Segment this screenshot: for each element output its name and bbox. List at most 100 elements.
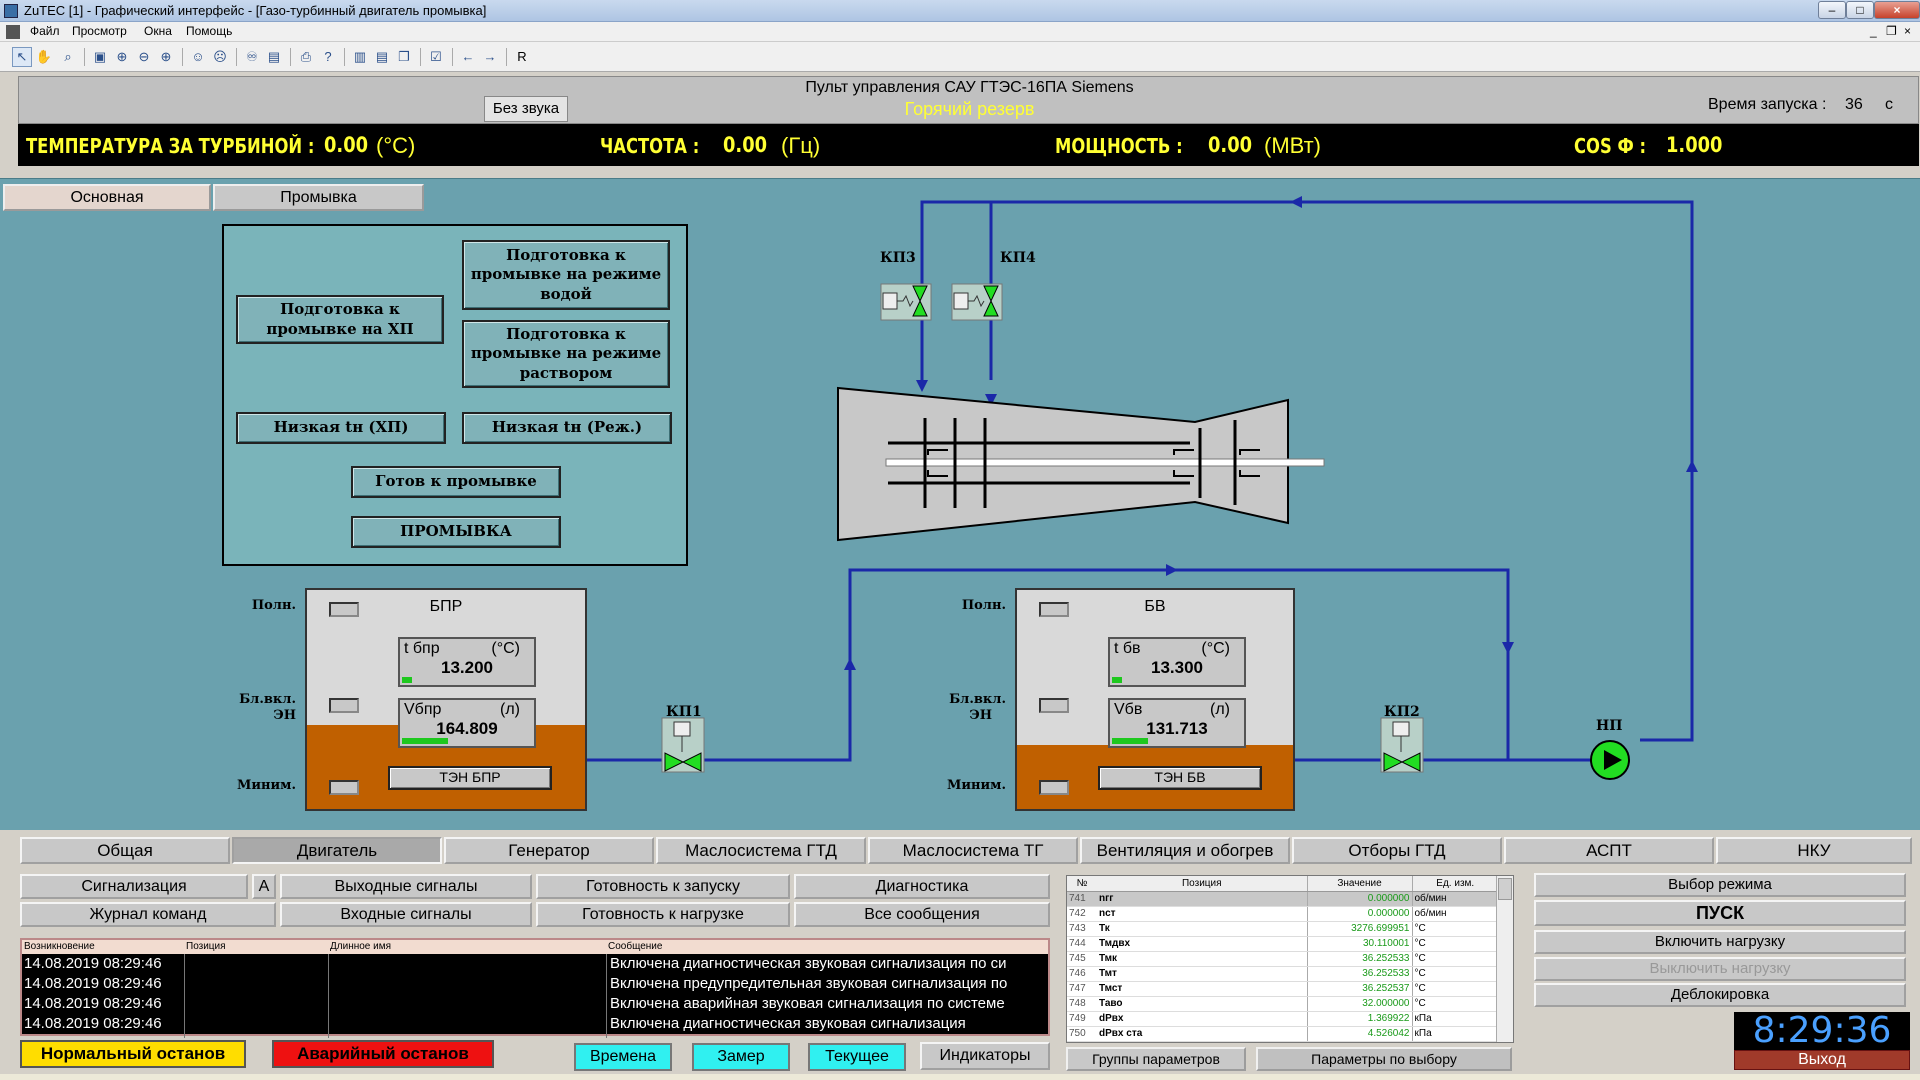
row-unit: °С xyxy=(1412,981,1498,997)
nav-tab-aspt[interactable]: АСПТ xyxy=(1504,837,1714,864)
menu-help[interactable]: Помощь xyxy=(186,24,233,38)
prep-wash-water-button[interactable]: Подготовка к промывке на режиме водой xyxy=(462,240,670,310)
start-ready-button[interactable]: Готовность к запуску xyxy=(536,874,790,899)
log-row[interactable]: 14.08.2019 08:29:46 Включена диагностиче… xyxy=(22,1014,1048,1034)
turbine-temp-value: 0.00 xyxy=(324,133,369,157)
screen-icon[interactable]: ▤ xyxy=(267,49,281,64)
header-panel: Пульт управления САУ ГТЭС-16ПА Siemens Г… xyxy=(18,76,1919,124)
turbine-engine xyxy=(837,386,1325,542)
ready-to-wash-button[interactable]: Готов к промывке xyxy=(351,466,561,498)
times-button[interactable]: Времена xyxy=(574,1043,672,1071)
r-icon[interactable]: R xyxy=(517,49,527,64)
low-t-mode-button[interactable]: Низкая tн (Реж.) xyxy=(462,412,672,444)
load-ready-button[interactable]: Готовность к нагрузке xyxy=(536,902,790,927)
prep-wash-xp-button[interactable]: Подготовка к промывке на ХП xyxy=(236,295,444,344)
hand-icon[interactable]: ✋ xyxy=(35,49,53,64)
zoom-out-icon[interactable]: ⊖ xyxy=(138,49,150,64)
nav-tab-bleeds[interactable]: Отборы ГТД xyxy=(1292,837,1502,864)
normal-stop-button[interactable]: Нормальный останов xyxy=(20,1040,246,1068)
exit-button[interactable]: Выход xyxy=(1734,1050,1910,1070)
current-button[interactable]: Текущее xyxy=(808,1043,906,1071)
alarms-button[interactable]: Сигнализация xyxy=(20,874,248,899)
minimize-button[interactable]: – xyxy=(1818,1,1846,19)
diagnostics-button[interactable]: Диагностика xyxy=(794,874,1050,899)
magnifier-icon[interactable]: ⌕ xyxy=(64,49,72,64)
input-signals-button[interactable]: Входные сигналы xyxy=(280,902,532,927)
close-button[interactable]: × xyxy=(1874,1,1920,19)
emergency-stop-button[interactable]: Аварийный останов xyxy=(272,1040,494,1068)
output-signals-button[interactable]: Выходные сигналы xyxy=(280,874,532,899)
zoom-fit-icon[interactable]: ⊕ xyxy=(116,49,128,64)
selected-parameters-button[interactable]: Параметры по выбору xyxy=(1256,1047,1512,1071)
event-log[interactable]: Возникновение Позиция Длинное имя Сообще… xyxy=(20,938,1050,1038)
nav-tab-engine[interactable]: Двигатель xyxy=(232,837,442,864)
nav-tab-oil-tg[interactable]: Масло­система ТГ xyxy=(868,837,1078,864)
menu-view[interactable]: Просмотр xyxy=(72,24,127,38)
tab-main[interactable]: Основная xyxy=(3,184,211,211)
mdi-close-icon[interactable]: × xyxy=(1904,24,1912,38)
mdi-restore-icon[interactable]: ❐ xyxy=(1886,24,1897,38)
command-log-button[interactable]: Журнал команд xyxy=(20,902,276,927)
nav-tab-general[interactable]: Общая xyxy=(20,837,230,864)
bpr-heater-button[interactable]: ТЭН БПР xyxy=(388,766,552,790)
nav-tab-ventilation[interactable]: Вентиляция и обогрев xyxy=(1080,837,1290,864)
pump-np xyxy=(1590,740,1630,780)
log-row[interactable]: 14.08.2019 08:29:46 Включена предупредит… xyxy=(22,974,1048,994)
print-icon[interactable]: ⎙ xyxy=(300,49,312,64)
pointer-icon[interactable]: ↖ xyxy=(12,47,32,67)
menu-windows[interactable]: Окна xyxy=(144,24,172,38)
measure-button[interactable]: Замер xyxy=(692,1043,790,1071)
load-off-button[interactable]: Выключить нагрузку xyxy=(1534,957,1906,981)
tile-horizontal-icon[interactable]: ▤ xyxy=(375,49,389,64)
document-icon[interactable] xyxy=(6,25,20,39)
nav-tab-generator[interactable]: Генератор xyxy=(444,837,654,864)
back-arrow-icon[interactable]: ← xyxy=(461,49,475,64)
all-messages-button[interactable]: Все сообщения xyxy=(794,902,1050,927)
unblock-button[interactable]: Деблокировка xyxy=(1534,983,1906,1007)
prep-wash-solution-button[interactable]: Подготовка к промывке на режиме растворо… xyxy=(462,320,670,388)
maximize-button[interactable]: □ xyxy=(1846,1,1874,19)
binoculars-icon[interactable]: ♾ xyxy=(246,49,258,64)
menu-bar: Файл Просмотр Окна Помощь _ ❐ × xyxy=(0,22,1920,42)
zoom-1-1-icon[interactable]: ▣ xyxy=(93,49,107,64)
mdi-minimize-icon[interactable]: _ xyxy=(1870,24,1877,38)
menu-file[interactable]: Файл xyxy=(30,24,60,38)
bv-heater-button[interactable]: ТЭН БВ xyxy=(1098,766,1262,790)
log-row[interactable]: 14.08.2019 08:29:46 Включена аварийная з… xyxy=(22,994,1048,1014)
start-button[interactable]: ПУСК xyxy=(1534,900,1906,926)
forward-arrow-icon[interactable]: → xyxy=(483,49,497,64)
help-icon[interactable]: ? xyxy=(324,49,332,64)
bpr-temp-value: 13.200 xyxy=(441,658,493,677)
low-t-xp-button[interactable]: Низкая tн (ХП) xyxy=(236,412,446,444)
nav-tab-nku[interactable]: НКУ xyxy=(1716,837,1912,864)
indicators-button[interactable]: Индикаторы xyxy=(920,1042,1050,1070)
wash-button[interactable]: ПРОМЫВКА xyxy=(351,516,561,548)
user-icon[interactable]: ☺ xyxy=(191,49,205,64)
user-remove-icon[interactable]: ☹ xyxy=(213,49,227,64)
tab-wash[interactable]: Промывка xyxy=(213,184,424,211)
window-check-icon[interactable]: ☑ xyxy=(430,49,442,64)
load-on-button[interactable]: Включить нагрузку xyxy=(1534,930,1906,954)
zoom-in-icon[interactable]: ⊕ xyxy=(160,49,172,64)
alarms-a-button[interactable]: A xyxy=(252,874,276,899)
scrollbar-thumb[interactable] xyxy=(1498,878,1512,900)
mode-select-button[interactable]: Выбор режима xyxy=(1534,873,1906,897)
parameter-groups-button[interactable]: Группы параметров xyxy=(1066,1047,1246,1071)
mute-button[interactable]: Без звука xyxy=(484,96,568,122)
tile-vertical-icon[interactable]: ▥ xyxy=(353,49,367,64)
parameter-table-scrollbar[interactable] xyxy=(1496,876,1513,1042)
cascade-icon[interactable]: ❐ xyxy=(398,49,410,64)
log-row[interactable]: 14.08.2019 08:29:46 Включена диагностиче… xyxy=(22,954,1048,974)
nav-tab-oil-gtd[interactable]: Масло­система ГТД xyxy=(656,837,866,864)
